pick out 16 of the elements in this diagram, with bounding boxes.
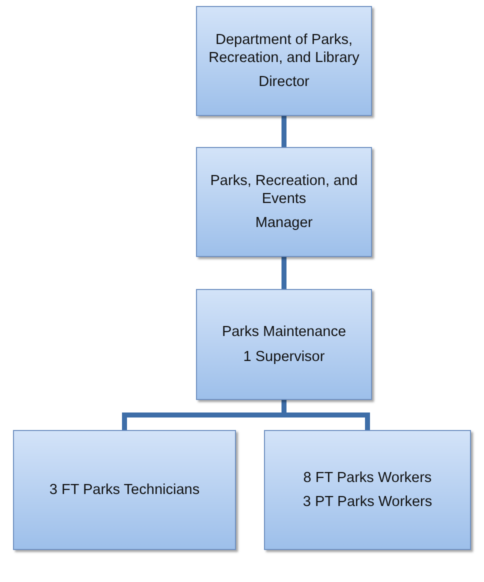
org-box: [196, 289, 372, 400]
connector-line: [282, 257, 286, 289]
unit-name: Parks Maintenance: [222, 323, 346, 342]
unit-name: 3 FT Parks Technicians: [49, 480, 200, 500]
unit-role: Manager: [255, 214, 313, 232]
org-box: [196, 147, 372, 257]
org-box: [13, 430, 236, 550]
org-box: [264, 430, 471, 550]
unit-name: Department of Parks, Recreation, and Library: [208, 30, 360, 68]
unit-role: 3 PT Parks Workers: [302, 493, 432, 512]
unit-name: Parks, Recreation, and Events: [209, 172, 359, 208]
org-box: [196, 6, 372, 116]
unit-name: 8 FT Parks Workers: [303, 468, 432, 487]
unit-role: 1 Supervisor: [243, 348, 325, 366]
connector-line: [282, 116, 286, 147]
unit-role: Director: [258, 73, 310, 92]
